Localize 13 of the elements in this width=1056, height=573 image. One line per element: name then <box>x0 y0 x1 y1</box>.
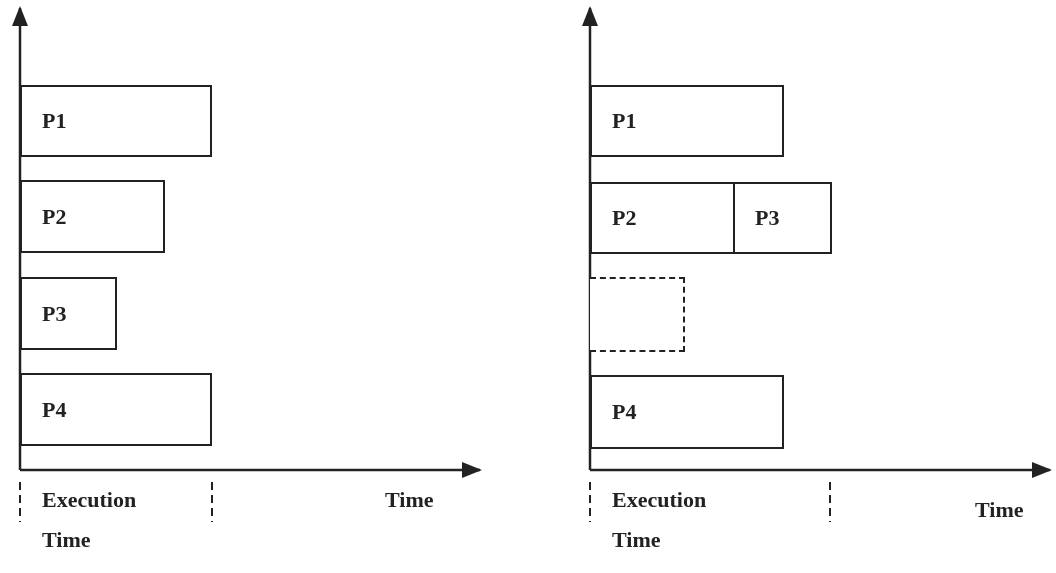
process-bar: P2 <box>20 180 165 253</box>
process-bar: P2 <box>590 182 735 254</box>
empty-slot-box <box>590 277 685 352</box>
process-bar: P1 <box>20 85 212 157</box>
process-bar: P4 <box>590 375 784 449</box>
process-bar: P4 <box>20 373 212 446</box>
process-bar: P3 <box>733 182 832 254</box>
axis-label: Execution Time <box>42 486 138 554</box>
axis-label: Time <box>975 496 1024 524</box>
axis-label: Execution Time <box>612 486 708 554</box>
process-bar: P3 <box>20 277 117 350</box>
process-bar: P1 <box>590 85 784 157</box>
axis-label: Time <box>385 486 434 514</box>
